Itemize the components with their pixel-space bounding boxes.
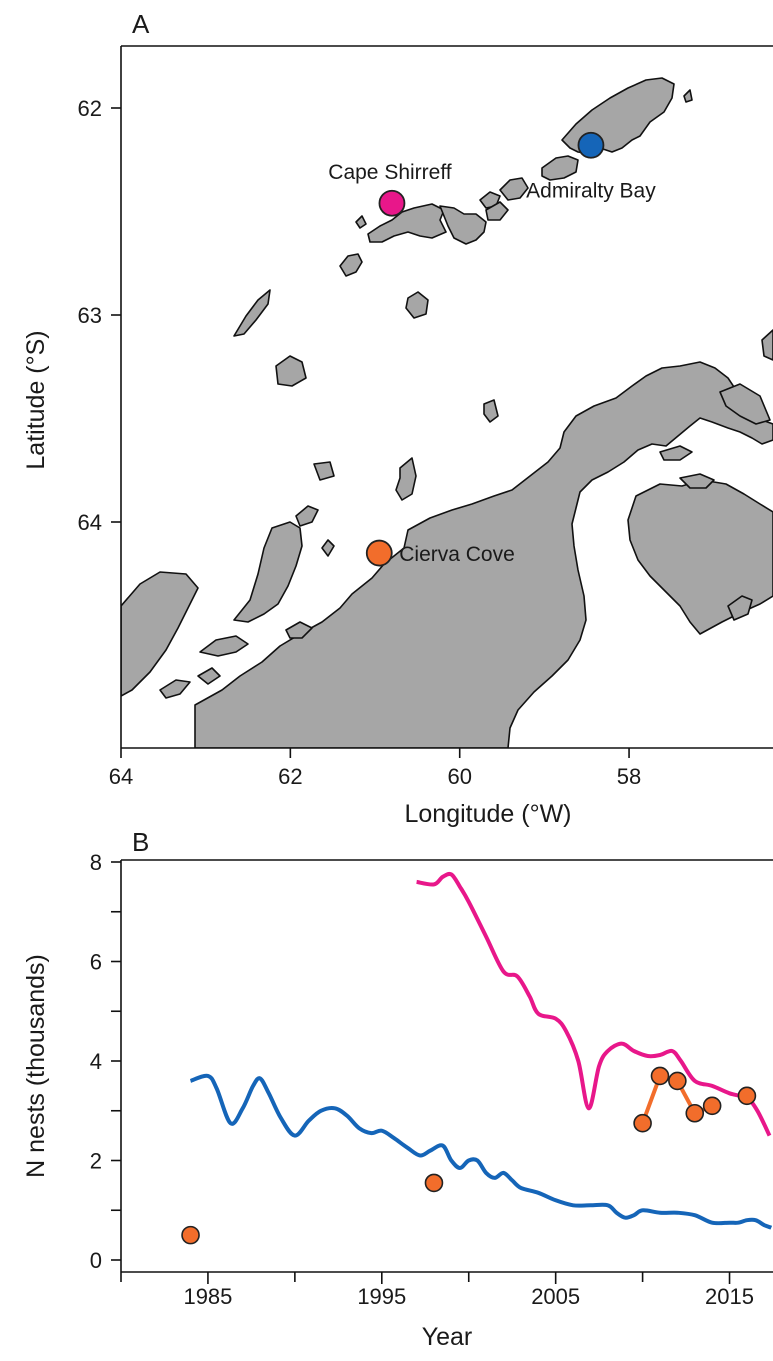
data-point-cierva-cove (633, 1113, 652, 1133)
plot-y-tick-label: 4 (90, 1049, 102, 1074)
site-label: Admiralty Bay (526, 179, 656, 202)
data-point-cierva-cove (685, 1103, 705, 1123)
island (541, 155, 579, 181)
data-point-cierva-cove (702, 1096, 722, 1116)
series-line-cape-shirreff (416, 871, 772, 1137)
plot-y-axis-label: N nests (thousands) (22, 954, 50, 1178)
plot-y-tick-label: 6 (90, 950, 102, 975)
island (483, 399, 499, 423)
plot-series (181, 871, 773, 1245)
island (199, 635, 249, 657)
map-y-tick-label: 63 (78, 303, 102, 328)
site-marker (577, 131, 605, 159)
map-x-tick-label: 60 (447, 764, 471, 789)
island (683, 89, 693, 103)
island (233, 521, 303, 623)
island (485, 201, 509, 221)
island (395, 457, 417, 501)
island (627, 479, 773, 635)
site-label: Cierva Cove (399, 543, 515, 566)
plot-y-tick-label: 8 (90, 850, 102, 875)
panel-b-label: B (132, 827, 149, 857)
map-x-axis-label: Longitude (°W) (404, 800, 571, 828)
map-y-tick-label: 64 (78, 510, 102, 535)
plot-y-tick-label: 0 (90, 1248, 102, 1273)
island (321, 539, 335, 557)
panel-a-label: A (132, 9, 150, 39)
data-point-cierva-cove (650, 1066, 670, 1086)
data-point-cierva-cove (737, 1086, 757, 1106)
site-label: Cape Shirreff (328, 161, 452, 184)
map-y-tick-label: 62 (78, 96, 102, 121)
island (679, 473, 715, 489)
site-marker (365, 539, 393, 567)
plot-x-axis-label: Year (422, 1323, 473, 1351)
island (159, 679, 191, 699)
island (405, 291, 429, 319)
island (295, 505, 319, 527)
plot-x-tick-label: 1995 (357, 1284, 406, 1309)
island (659, 445, 693, 461)
map-ticks: 64 62 60 58 62 63 64 (78, 96, 642, 789)
island (439, 205, 487, 245)
island (313, 461, 335, 481)
plot-axes (120, 859, 773, 1273)
island (761, 329, 773, 361)
plot-x-tick-label: 2015 (705, 1284, 754, 1309)
plot-x-tick-label: 2005 (531, 1284, 580, 1309)
plot-ticks: 1985 1995 2005 2015 0 2 4 6 8 (90, 850, 754, 1309)
map-x-tick-label: 58 (617, 764, 641, 789)
map-y-axis-label: Latitude (°S) (22, 330, 50, 469)
island (285, 621, 313, 639)
map-x-tick-label: 62 (278, 764, 302, 789)
plot-y-tick-label: 2 (90, 1149, 102, 1174)
map-x-tick-label: 64 (109, 764, 133, 789)
site-marker (378, 189, 406, 217)
island (499, 177, 529, 201)
island (719, 383, 771, 425)
island (197, 667, 221, 685)
data-point-cierva-cove (424, 1173, 444, 1193)
data-point-cierva-cove (181, 1225, 200, 1245)
island (233, 289, 271, 337)
island (275, 355, 307, 387)
map-land (121, 77, 773, 748)
island (121, 571, 199, 697)
data-point-cierva-cove (668, 1071, 687, 1091)
plot-x-tick-label: 1985 (183, 1284, 232, 1309)
island (355, 215, 367, 229)
map-axes (120, 45, 773, 749)
series-line-admiralty-bay (189, 1073, 773, 1230)
island (367, 203, 447, 243)
island (727, 595, 753, 621)
island (339, 253, 363, 277)
